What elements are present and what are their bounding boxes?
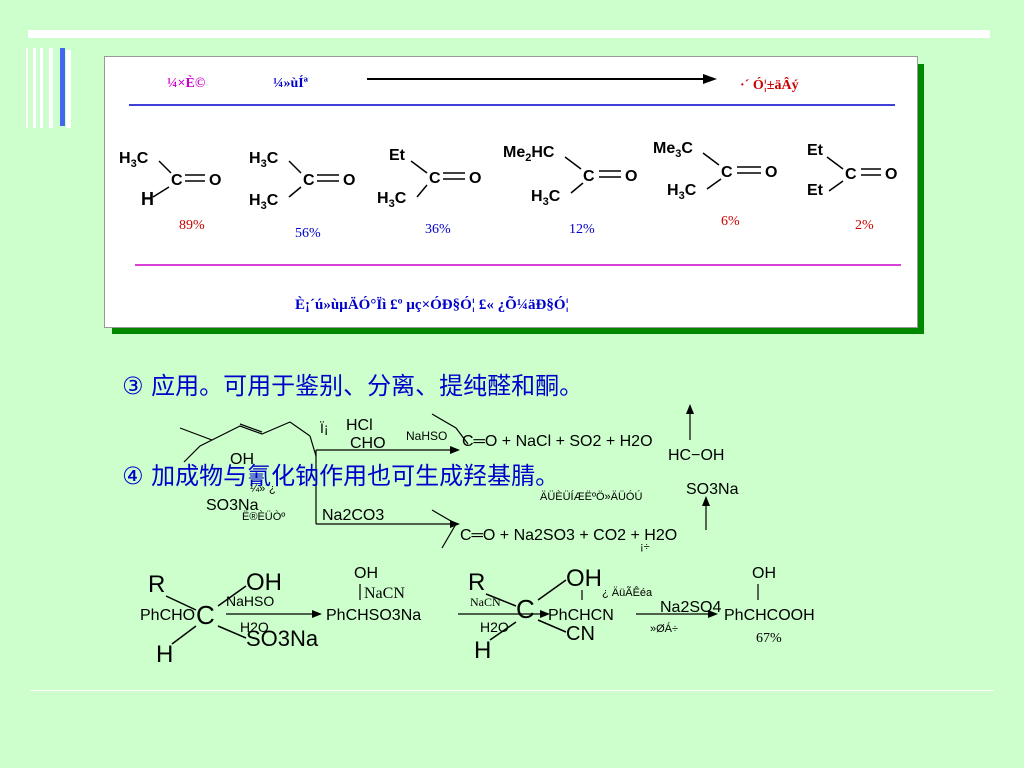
hydroxyl: OH [566, 565, 602, 592]
yield-label: 6% [721, 214, 740, 229]
reflux-garble: »ØÁ÷ [650, 622, 678, 635]
svg-text:Et: Et [389, 147, 406, 164]
footer-label: È¡´ú»ùµÄÓ°Ïì £º µç×ÓÐ§Ó¦ £« ¿Õ¼äÐ§Ó¦ [295, 295, 569, 313]
reaction-schemes: Ï¡ HCl CHO NaHSO OH SO3Na Ë®ÈÜÒº ¼»´¿ Na… [140, 404, 815, 668]
svg-text:Et: Et [807, 142, 824, 159]
products-top: C═O + NaCl + SO2 + H2O [462, 433, 653, 450]
svg-text:C: C [583, 168, 595, 185]
bullet-application: ③ 应用。可用于鉴别、分离、提纯醛和酮。 [122, 372, 584, 400]
svg-text:C: C [429, 170, 441, 187]
sulfonate: SO3Na [246, 626, 319, 651]
structure-6: Et C O Et [807, 142, 897, 199]
reagent-nahso3: NaHSO [406, 429, 447, 443]
reagent-nacn: NaCN [364, 585, 405, 602]
r-group: R [468, 569, 485, 596]
svg-text:H3C: H3C [377, 190, 407, 210]
reactivity-figure: ¼×È© ¼»ùÍª ·´ Ó¦±äÂý H3C C O H H3C C O H… [104, 56, 918, 328]
reagent-nahso3: NaHSO [226, 593, 274, 609]
adduct-so3na: SO3Na [206, 497, 259, 514]
heat-garble: ¡÷ [640, 541, 650, 553]
svg-text:Et: Et [807, 182, 824, 199]
svg-text:O: O [209, 172, 221, 189]
intermediate-oh: OH [354, 565, 378, 582]
bullet-cyanohydrin: ④ 加成物与氰化钠作用也可生成羟基腈。 [122, 462, 560, 490]
structure-5: Me3C C O H3C [653, 140, 777, 202]
header-mid-label: ¼»ùÍª [273, 74, 309, 91]
adduct-garble: Ë®ÈÜÒº [242, 510, 285, 523]
svg-text:O: O [765, 164, 777, 181]
header-left-label: ¼×È© [167, 74, 206, 91]
structure-3: Et C O H3C [377, 147, 481, 210]
svg-text:H3C: H3C [667, 182, 697, 202]
svg-text:C: C [845, 166, 857, 183]
hydroxyl: OH [246, 569, 282, 596]
corner-stripe [40, 48, 43, 128]
reagent-na2co3: Na2CO3 [322, 507, 384, 524]
svg-text:O: O [469, 170, 481, 187]
structure-2: H3C C O H3C [249, 150, 355, 212]
svg-text:O: O [885, 166, 897, 183]
adduct-garble: ¼»´¿ [250, 483, 276, 495]
benzaldehyde: PhCHO [140, 607, 195, 624]
reagent-nacn: NaCN [470, 595, 501, 609]
svg-text:C: C [171, 172, 183, 189]
structure-1: H3C C O H [119, 150, 221, 209]
yield-label: 12% [569, 222, 595, 237]
cyanohydrin: PhCHCN [548, 607, 614, 624]
corner-stripe [66, 50, 71, 128]
svg-text:H3C: H3C [249, 192, 279, 212]
trend-arrowhead [703, 74, 717, 84]
svg-text:H3C: H3C [531, 188, 561, 208]
corner-stripe [26, 48, 28, 128]
h-atom: H [474, 637, 491, 664]
reagent-h2o: H2O [240, 619, 269, 635]
corner-stripe [33, 48, 36, 128]
top-bar [28, 30, 990, 38]
products-bottom: C═O + Na2SO3 + CO2 + H2O [460, 527, 677, 544]
central-carbon: C [516, 594, 535, 624]
product-yield: 67% [756, 631, 782, 646]
side-product: Na2SO4 [660, 599, 721, 616]
mandelic-acid: PhCHCOOH [724, 607, 815, 624]
yield-label: 89% [179, 218, 205, 233]
yield-label: 56% [295, 226, 321, 241]
corner-stripe [49, 48, 53, 128]
product-oh: OH [752, 565, 776, 582]
yield-label: 2% [855, 218, 874, 233]
reagent-h2o: H2O [480, 619, 509, 635]
svg-text:C: C [303, 172, 315, 189]
bisulfite-adduct: PhCHSO3Na [326, 607, 421, 624]
svg-text:O: O [343, 172, 355, 189]
svg-text:Me3C: Me3C [653, 140, 693, 160]
svg-text:C: C [721, 164, 733, 181]
reagent-hcl: HCl [346, 417, 373, 434]
scheme-bisulfite-regeneration: Ï¡ HCl CHO NaHSO OH SO3Na Ë®ÈÜÒº ¼»´¿ Na… [179, 404, 739, 553]
svg-text:O: O [625, 168, 637, 185]
h-atom: H [156, 641, 173, 668]
so3na-label: SO3Na [686, 481, 739, 498]
hydrolysis-garble: ¿ ÄüÃÊéa [602, 586, 653, 599]
header-right-label: ·´ Ó¦±äÂý [740, 76, 799, 93]
structure-4: Me2HC C O H3C [503, 144, 637, 208]
corner-stripe-blue [60, 48, 65, 126]
svg-text:H: H [141, 189, 154, 209]
reagent-garble: Ï¡ [320, 420, 329, 436]
reagent-cho: CHO [350, 435, 386, 452]
svg-text:H3C: H3C [119, 150, 149, 170]
precipitate-garble: ÄÜÈÜÍÆËºÖ»ÄÜÓÚ [540, 490, 642, 503]
scheme-cyanohydrin: R C H OH SO3Na PhCHO NaHSO H2O OH NaCN P… [140, 565, 815, 668]
svg-text:Me2HC: Me2HC [503, 144, 555, 164]
bottom-line [30, 690, 994, 691]
svg-text:H3C: H3C [249, 150, 279, 170]
r-group: R [148, 571, 165, 598]
adduct-oh: OH [230, 451, 254, 468]
hcl-oh: HC−OH [668, 447, 724, 464]
reactivity-diagram: ¼×È© ¼»ùÍª ·´ Ó¦±äÂý H3C C O H H3C C O H… [119, 74, 901, 313]
central-carbon: C [196, 600, 215, 630]
nitrile: CN [566, 623, 595, 645]
yield-label: 36% [425, 222, 451, 237]
